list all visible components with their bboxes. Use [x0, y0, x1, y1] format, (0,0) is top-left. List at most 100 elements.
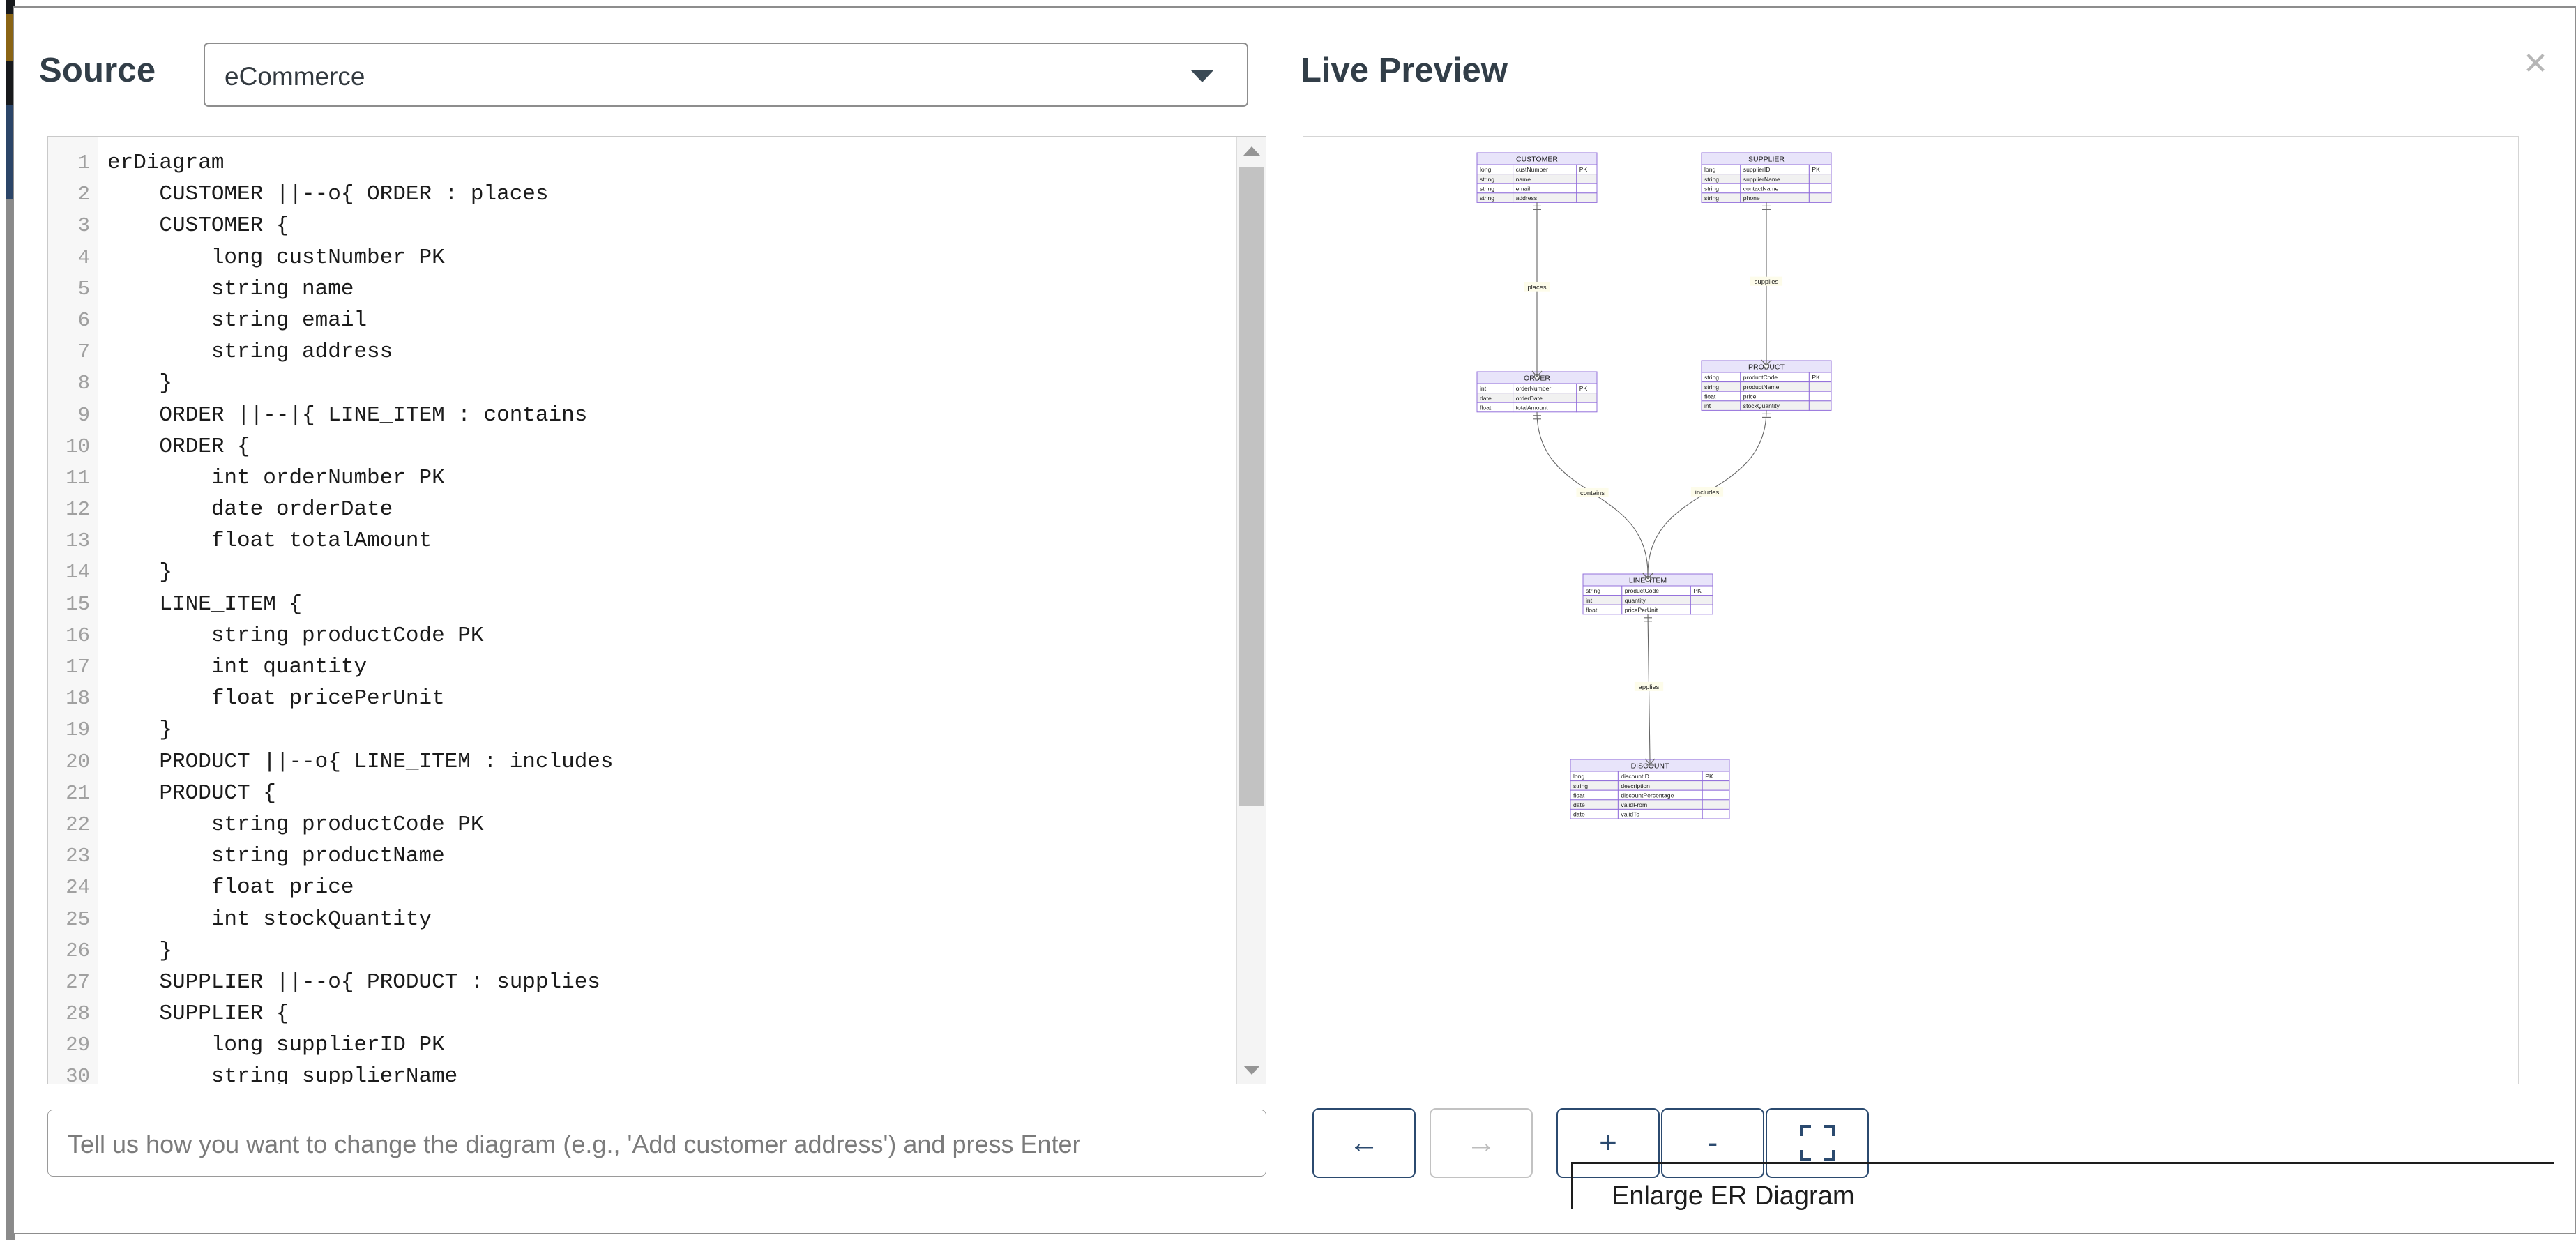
entity-cell-text: string — [1704, 195, 1719, 202]
er-relationship-applies: applies — [1634, 614, 1664, 766]
code-line[interactable]: long supplierID PK — [107, 1033, 445, 1058]
entity-cell-text: PK — [1812, 374, 1820, 381]
code-line[interactable]: LINE_ITEM { — [107, 591, 303, 617]
line-number: 15 — [66, 592, 90, 616]
relationship-label: applies — [1639, 683, 1660, 690]
crows-foot — [1642, 573, 1649, 580]
code-line[interactable]: } — [107, 560, 173, 585]
code-line[interactable]: string address — [107, 340, 393, 365]
enlarge-button[interactable] — [1766, 1108, 1869, 1178]
line-number: 6 — [77, 308, 90, 332]
code-line[interactable]: float pricePerUnit — [107, 686, 445, 711]
code-line[interactable]: } — [107, 718, 173, 743]
entity-cell — [1702, 808, 1730, 819]
entity-cell — [1808, 391, 1832, 402]
source-label: Source — [39, 52, 156, 89]
entity-cell-text: productCode — [1743, 374, 1778, 381]
entity-cell — [1702, 780, 1730, 791]
entity-cell-text: supplierName — [1743, 176, 1780, 183]
line-number: 5 — [77, 277, 90, 301]
line-number: 28 — [66, 1002, 90, 1026]
line-number: 14 — [66, 561, 90, 584]
code-line[interactable]: float totalAmount — [107, 529, 432, 554]
redo-button[interactable]: → — [1430, 1108, 1533, 1178]
er-relationship-contains: contains — [1533, 411, 1653, 580]
plus-icon: + — [1599, 1126, 1617, 1160]
modal-header: Source eCommerce Live Preview ✕ — [14, 8, 2575, 119]
zoom-out-button[interactable]: - — [1661, 1108, 1764, 1178]
code-line[interactable]: ORDER ||--|{ LINE_ITEM : contains — [107, 402, 588, 428]
crows-foot — [1649, 758, 1656, 765]
code-line[interactable]: } — [107, 938, 173, 963]
entity-cell-text: string — [1586, 587, 1600, 594]
line-number: 22 — [66, 812, 90, 836]
source-select[interactable]: eCommerce — [204, 43, 1248, 107]
entity-cell-text: long — [1573, 773, 1584, 780]
code-line[interactable]: string productName — [107, 844, 445, 869]
entity-cell-text: stockQuantity — [1743, 402, 1780, 409]
code-line[interactable]: long custNumber PK — [107, 245, 445, 270]
entity-cell-text: email — [1516, 185, 1531, 192]
line-number: 17 — [66, 656, 90, 679]
code-line[interactable]: int quantity — [107, 655, 368, 679]
code-line[interactable]: float price — [107, 875, 354, 900]
code-line[interactable]: ORDER { — [107, 434, 250, 459]
zoom-in-button[interactable]: + — [1556, 1108, 1660, 1178]
code-content[interactable]: erDiagram CUSTOMER ||--o{ ORDER : places… — [98, 137, 1266, 1084]
line-number: 8 — [77, 372, 90, 395]
relationship-label: contains — [1580, 489, 1605, 497]
crows-foot — [1531, 370, 1538, 377]
editor-scrollbar[interactable] — [1236, 137, 1266, 1084]
code-line[interactable]: int stockQuantity — [107, 907, 432, 932]
entity-cell — [1576, 402, 1598, 413]
code-line[interactable]: PRODUCT { — [107, 780, 276, 806]
close-icon[interactable]: ✕ — [2522, 47, 2549, 81]
code-line[interactable]: erDiagram — [107, 151, 225, 175]
entity-cell-text: string — [1704, 185, 1719, 192]
line-number: 26 — [66, 939, 90, 962]
entity-cell-text: string — [1573, 782, 1588, 789]
relationship-label-bg — [1690, 487, 1724, 497]
code-line[interactable]: string email — [107, 308, 368, 333]
er-entity-line_item[interactable]: LINE_ITEMstringproductCodePKintquantityf… — [1582, 573, 1713, 615]
triangle-up-icon[interactable] — [1237, 138, 1266, 163]
code-line[interactable]: string name — [107, 276, 354, 301]
entity-cell-text: date — [1573, 811, 1585, 818]
entity-cell-text: string — [1480, 176, 1494, 183]
entity-cell — [1690, 595, 1713, 605]
entity-cell — [1808, 400, 1832, 411]
code-line[interactable]: int orderNumber PK — [107, 465, 445, 490]
code-line[interactable]: SUPPLIER { — [107, 1001, 289, 1027]
editor-scrollbar-thumb[interactable] — [1239, 167, 1264, 806]
entity-title: DISCOUNT — [1631, 762, 1669, 771]
code-line[interactable]: PRODUCT ||--o{ LINE_ITEM : includes — [107, 749, 614, 774]
entity-cell-text: validTo — [1621, 811, 1639, 818]
entity-cell-text: contactName — [1743, 185, 1779, 192]
relationship-label: places — [1527, 283, 1546, 291]
code-line[interactable]: CUSTOMER { — [107, 213, 289, 239]
line-number: 21 — [66, 781, 90, 805]
code-line[interactable]: date orderDate — [107, 497, 393, 522]
entity-cell-text: name — [1516, 176, 1531, 183]
entity-cell — [1576, 192, 1598, 203]
entity-cell-text: string — [1704, 176, 1719, 183]
code-line[interactable]: } — [107, 371, 173, 396]
triangle-down-icon[interactable] — [1237, 1057, 1266, 1082]
prompt-input[interactable]: Tell us how you want to change the diagr… — [47, 1110, 1266, 1177]
code-line[interactable]: string supplierName — [107, 1064, 458, 1084]
background-page-sliver — [0, 0, 15, 1240]
code-line[interactable]: string productCode PK — [107, 812, 484, 837]
code-line[interactable]: string productCode PK — [107, 623, 484, 648]
entity-cell — [1576, 174, 1598, 184]
code-line[interactable]: CUSTOMER ||--o{ ORDER : places — [107, 182, 549, 207]
line-number: 3 — [77, 214, 90, 238]
entity-cell-text: int — [1480, 385, 1487, 392]
undo-button[interactable]: ← — [1312, 1108, 1416, 1178]
code-line[interactable]: SUPPLIER ||--o{ PRODUCT : supplies — [107, 969, 600, 995]
